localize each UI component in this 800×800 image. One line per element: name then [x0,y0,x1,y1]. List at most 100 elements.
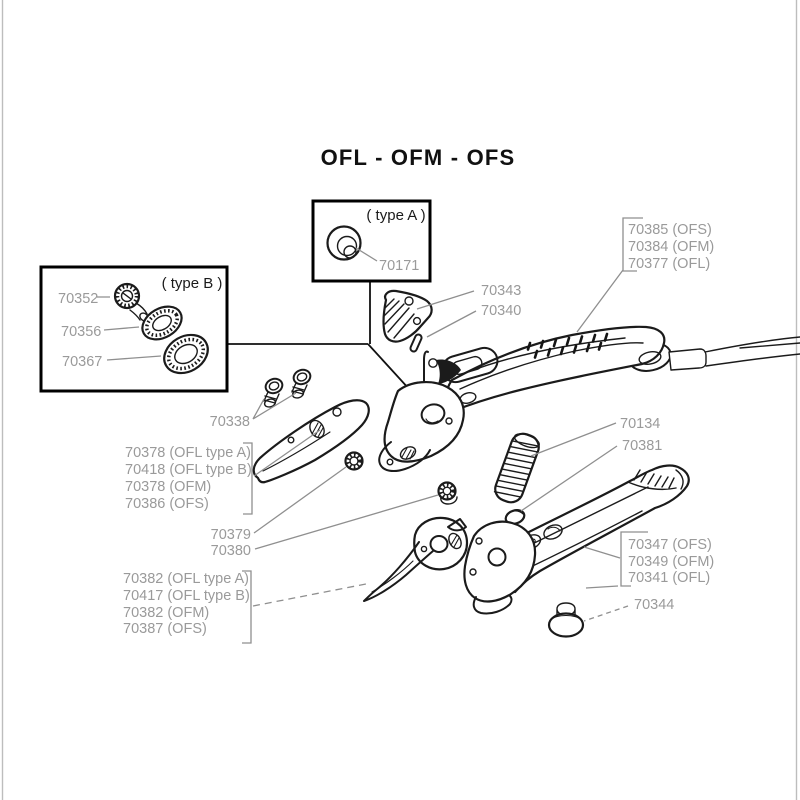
ring-hole [174,343,198,365]
lock-tooth [436,359,461,384]
ring-serration [166,337,206,371]
spring-coils [493,440,540,498]
end-button-label: 70344 [634,597,674,613]
counter-blade-slot [309,419,325,439]
blade-drawing [363,516,469,602]
callout-front-nut: 70379 [211,466,347,543]
lower-pivot-head [463,520,537,603]
callout-counter-blade: 70378 (OFL type A) 70418 (OFL type B) 70… [125,429,321,515]
lock-bracket-hole [428,358,438,368]
counter-blade-label-4: 70386 (OFS) [125,496,209,512]
counter-blade-bracket [243,429,321,515]
blade-slot-hatch [450,534,460,548]
head-plate-drawing [378,381,465,473]
callout-lower-handle: 70347 (OFS) 70349 (OFM) 70341 (OFL) [583,531,714,589]
bolt-serration [115,284,139,308]
blade-bevel-line [371,560,414,593]
front-nut-hole [349,456,359,466]
spring-cap-label: 70381 [622,438,662,454]
screw2-head [292,368,312,386]
pivot-hole [420,403,446,425]
screw1-shank [263,391,280,404]
lower-pivot-small-hole-2 [469,568,477,576]
center-nut-leader [254,494,439,550]
lower-handle-label-2: 70349 (OFM) [628,554,714,570]
front-nut-serration [346,453,362,469]
bolt-label: 70352 [58,291,98,307]
callout-pin: 70340 [426,303,521,338]
page-title: OFL - OFM - OFS [321,145,516,170]
strap-loop-hole [638,351,662,365]
screw1-head [264,377,284,395]
counter-blade-small-hole [287,436,295,444]
strap-cords [704,336,800,367]
thumb-catch-ridges [383,298,415,339]
callout-upper-handle: 70385 (OFS) 70384 (OFM) 70377 (OFL) [576,217,714,333]
center-nut-skirt [440,496,458,505]
bolt-stem [122,292,148,321]
type-b-leaders [97,296,162,361]
inset-type-a: ( type A ) 70171 [311,199,432,283]
callout-center-nut: 70380 [211,494,439,559]
plate-small-hole [445,417,453,425]
screw2-shank [291,382,308,395]
pin-leader [426,310,477,338]
upper-handle-bracket [576,217,643,333]
callout-spring-cap: 70381 [520,438,662,512]
front-nut-drawing [344,451,364,471]
spring-cap-leader [520,445,618,512]
thumb-catch-hole [412,316,422,326]
pin-label: 70340 [481,303,521,319]
tab-slot-hatch [401,447,415,460]
thumb-catch-screw [404,296,414,306]
screw1-tip [263,398,277,408]
type-b-caption: ( type B ) [162,275,223,292]
screws-leader [252,392,297,420]
cam-nut-inner [343,245,357,259]
lock-port-arc [547,526,561,532]
screw1-head-inner [268,381,280,391]
plate-tab [378,441,431,473]
ring-label: 70367 [62,354,102,370]
type-a-caption: ( type A ) [366,207,425,224]
lock-port [543,524,563,540]
blade-label-1: 70382 (OFL type A) [123,571,249,587]
callout-spring: 70134 [530,416,660,457]
end-button-leader [583,605,629,622]
inset-type-b: ( type B ) 70352 70356 70367 [39,265,229,393]
strap-connector [668,348,707,371]
pin-drawing [409,333,423,353]
blade-leader [252,583,367,607]
lower-pivot-small-hole-1 [475,537,483,545]
upper-handle-label-1: 70385 (OFS) [628,222,712,238]
lower-handle-label-3: 70341 (OFL) [628,570,710,586]
counter-blade-label-2: 70418 (OFL type B) [125,462,252,478]
cam-nut-label: 70171 [379,258,419,274]
button-cap [547,612,585,638]
upper-handle-body [445,325,666,413]
button-cap-arc [550,614,582,621]
callout-screws: 70338 [210,392,297,430]
callout-end-button: 70344 [583,597,674,622]
spring-cap-drawing [504,509,526,525]
cam-nut-leader [355,247,378,262]
spring-drawing [493,432,540,504]
cam-nut-mid [336,235,358,257]
washer-hole [152,314,172,332]
blade-pivot-hole [429,535,449,553]
washer-label: 70356 [61,324,101,340]
lower-pivot-hole [487,547,507,567]
blade-small-hole [420,545,428,553]
screws-drawing [263,368,312,408]
cam-nut-outer [326,225,362,261]
counter-blade-edge-line [262,431,331,472]
upper-handle-drawing [445,325,800,413]
spring-top [513,433,540,449]
lower-handle-drawing [463,464,690,615]
blade-label-3: 70382 (OFM) [123,605,209,621]
center-nut-drawing [437,481,458,505]
blade-bracket [242,570,252,644]
blade-label-2: 70417 (OFL type B) [123,588,250,604]
front-nut-label: 70379 [211,527,251,543]
